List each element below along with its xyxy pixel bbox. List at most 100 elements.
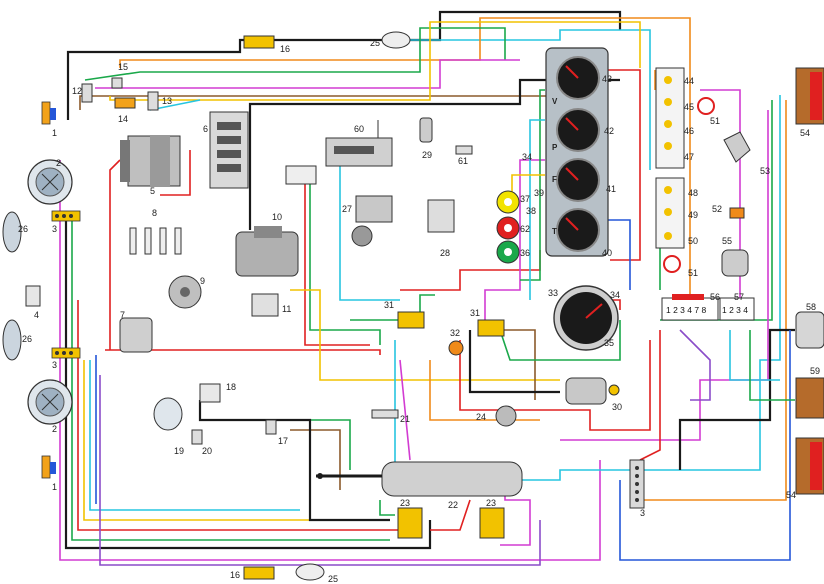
- lamp-51-top: [697, 97, 715, 115]
- label-51a: 51: [710, 116, 720, 126]
- label-2b: 2: [52, 424, 57, 434]
- terminal-block-56: 1 2 3 4 7 8: [661, 294, 719, 321]
- relay-31-right: [477, 319, 505, 337]
- spark-plugs: [129, 227, 182, 255]
- interior-lamp-bottom: [295, 563, 325, 581]
- switch-17: [265, 419, 277, 435]
- gauge-letter-t: T: [552, 227, 557, 236]
- label-44: 44: [684, 76, 694, 86]
- switch-61: [455, 145, 473, 155]
- connector-3-top: [51, 210, 81, 222]
- label-29: 29: [422, 150, 432, 160]
- label-25b: 25: [328, 574, 338, 584]
- unit-29: [419, 117, 433, 143]
- label-36: 36: [520, 248, 530, 258]
- switch-18: [199, 383, 221, 403]
- warning-lamp-panel-top: [655, 67, 685, 169]
- label-17: 17: [278, 436, 288, 446]
- generator: [120, 135, 181, 187]
- warning-lamp-panel-bottom: [655, 177, 685, 249]
- label-37: 37: [520, 194, 530, 204]
- headlamp-bottom: [27, 379, 73, 425]
- label-6: 6: [203, 124, 208, 134]
- plate-lamp-bottom: [243, 566, 275, 580]
- gauge-letters: V P F T: [552, 97, 558, 236]
- rear-lamp-bottom: [795, 437, 824, 495]
- lamp-51-bottom: [663, 255, 681, 273]
- sensor-32: [448, 340, 464, 356]
- label-19: 19: [174, 446, 184, 456]
- starter-motor: [235, 226, 299, 277]
- sensor-14: [114, 97, 136, 109]
- label-41: 41: [606, 184, 616, 194]
- label-34b: 34: [522, 152, 532, 162]
- label-23b: 23: [486, 498, 496, 508]
- washer-28: [427, 199, 455, 233]
- ignition-coil: [119, 317, 153, 353]
- label-23a: 23: [400, 498, 410, 508]
- label-18: 18: [226, 382, 236, 392]
- label-54a: 54: [800, 128, 810, 138]
- indicator-36: [496, 240, 520, 264]
- sensor-12: [81, 83, 93, 103]
- relay-31-left: [397, 311, 425, 329]
- sensor-55: [721, 249, 749, 277]
- lamp-59: [795, 377, 824, 419]
- relay-11: [251, 293, 279, 317]
- label-7: 7: [120, 310, 125, 320]
- label-3a: 3: [52, 224, 57, 234]
- terminal-block-57: 1 2 3 4: [719, 297, 755, 321]
- label-56: 56: [710, 292, 720, 302]
- lamp-58: [795, 311, 824, 349]
- label-45: 45: [684, 102, 694, 112]
- label-31a: 31: [384, 300, 394, 310]
- connector-23-right: [479, 507, 505, 539]
- label-16b: 16: [230, 570, 240, 580]
- label-46: 46: [684, 126, 694, 136]
- lamp-19: [153, 397, 183, 431]
- label-30: 30: [612, 402, 622, 412]
- pedal-53: [723, 131, 751, 163]
- label-4: 4: [34, 310, 39, 320]
- switch-20: [191, 429, 203, 445]
- label-16a: 16: [280, 44, 290, 54]
- gauge-letter-p: P: [552, 143, 558, 152]
- label-13: 13: [162, 96, 172, 106]
- label-10: 10: [272, 212, 282, 222]
- label-2a: 2: [56, 158, 61, 168]
- label-48: 48: [688, 188, 698, 198]
- label-39: 39: [534, 188, 544, 198]
- label-33: 33: [548, 288, 558, 298]
- label-14: 14: [118, 114, 128, 124]
- label-52: 52: [712, 204, 722, 214]
- label-55: 55: [722, 236, 732, 246]
- rear-lamp-top: [795, 67, 824, 125]
- label-22: 22: [448, 500, 458, 510]
- distributor: [168, 275, 202, 309]
- connector-3-mid: [51, 347, 81, 359]
- plate-lamp-top: [243, 35, 275, 49]
- label-34a: 34: [610, 290, 620, 300]
- terminal-56-pins: 1 2 3 4 7 8: [666, 305, 706, 315]
- connector-radio: [285, 165, 317, 185]
- connector-23-left: [397, 507, 423, 539]
- label-25a: 25: [370, 38, 380, 48]
- fog-lamp-top: [2, 211, 22, 253]
- horn: [25, 285, 41, 307]
- motor-24: [495, 405, 517, 427]
- label-27: 27: [342, 204, 352, 214]
- switch-52: [729, 207, 745, 219]
- gauge-letter-f: F: [552, 175, 557, 184]
- label-15: 15: [118, 62, 128, 72]
- component-labels: 1 1 2 2 3 3 3 4 5 6 7 8 9 10 11 12 13 14…: [18, 38, 820, 584]
- label-5: 5: [150, 186, 155, 196]
- label-3c: 3: [640, 508, 645, 518]
- radio: [325, 120, 393, 167]
- label-49: 49: [688, 210, 698, 220]
- gauge-letter-v: V: [552, 97, 558, 106]
- label-32: 32: [450, 328, 460, 338]
- label-54b: 54: [786, 490, 796, 500]
- terminal-57-pins: 1 2 3 4: [722, 305, 748, 315]
- sensor-15: [111, 77, 123, 89]
